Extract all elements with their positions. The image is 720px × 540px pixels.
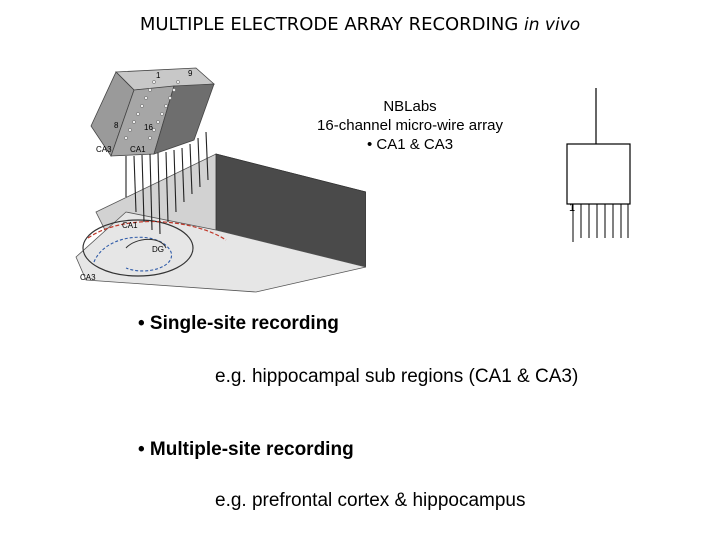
connector-side	[153, 83, 215, 155]
title-italic: in vivo	[524, 15, 581, 35]
label-9: 9	[188, 69, 193, 78]
label-1: 1	[156, 71, 161, 80]
schematic-label-1: 1	[569, 202, 575, 214]
label-8: 8	[114, 121, 119, 130]
label-ca3-region: CA3	[80, 273, 96, 282]
brain-slab-side	[215, 153, 366, 268]
label-ca1-region: CA1	[122, 221, 138, 230]
brain-slab-front	[75, 211, 366, 293]
label-ca3-connector: CA3	[96, 145, 112, 154]
title-main: MULTIPLE ELECTRODE ARRAY RECORDING	[139, 14, 519, 35]
slide-title: MULTIPLE ELECTRODE ARRAY RECORDING in vi…	[0, 14, 720, 35]
schematic-box	[566, 143, 631, 205]
hippocampus-outer	[82, 219, 194, 277]
array-info-regions: • CA1 & CA3	[366, 136, 454, 153]
array-info-maker: NBLabs	[383, 98, 437, 115]
connector-pins	[124, 80, 180, 140]
array-info-type: 16-channel micro-wire array	[317, 117, 503, 134]
example-multiple-site: e.g. prefrontal cortex & hippocampus	[215, 490, 526, 511]
label-ca1-connector: CA1	[130, 145, 146, 154]
micro-wires	[125, 131, 209, 235]
hippocampus-blue-line	[93, 236, 172, 272]
bullet-multiple-site: • Multiple-site recording	[138, 439, 354, 460]
example-single-site: e.g. hippocampal sub regions (CA1 & CA3)	[215, 366, 579, 387]
array-info: NBLabs 16-channel micro-wire array • CA1…	[290, 97, 530, 154]
label-16: 16	[144, 123, 153, 132]
electrode-array-illustration: 1 9 8 16 CA3 CA1 CA1 DG CA3	[75, 67, 366, 293]
bullet-single-site: • Single-site recording	[138, 313, 339, 334]
label-dg-region: DG	[152, 245, 164, 254]
micro-wire-schematic: 1	[566, 88, 631, 242]
dentate-gyrus-curve	[125, 238, 167, 249]
schematic-wires	[572, 204, 629, 242]
